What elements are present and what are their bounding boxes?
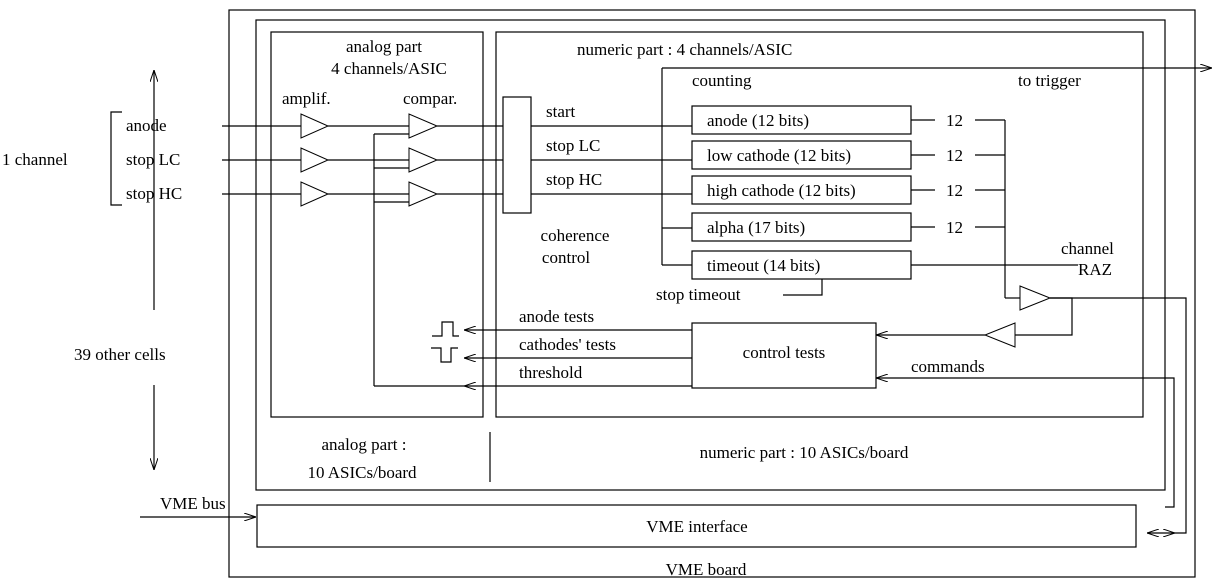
commands-label: commands bbox=[911, 357, 985, 376]
amplifier-stop-lc bbox=[300, 147, 330, 173]
vme-interface-box bbox=[256, 504, 1137, 548]
numeric-board-label: numeric part : 10 ASICs/board bbox=[700, 443, 909, 462]
analog-board-label-1: analog part : bbox=[322, 435, 407, 454]
coherence-control-block bbox=[502, 96, 532, 214]
signal-stop-hc-label: stop HC bbox=[126, 184, 182, 203]
signal-anode-label: anode bbox=[126, 116, 167, 135]
asic-board-frame bbox=[255, 19, 1166, 491]
compar-label: compar. bbox=[403, 89, 457, 108]
stop-timeout-line bbox=[783, 279, 823, 296]
vme-board-frame bbox=[228, 9, 1196, 578]
comparator-stop-lc bbox=[408, 147, 439, 173]
numeric-part-title: numeric part : 4 channels/ASIC bbox=[577, 40, 792, 59]
control-tests-block bbox=[691, 322, 877, 389]
amplifier-stop-hc bbox=[300, 181, 330, 207]
analog-asic-box bbox=[270, 31, 484, 418]
anode-tests-label: anode tests bbox=[519, 307, 594, 326]
negative-pulse-icon bbox=[431, 347, 458, 363]
cathodes-tests-label: cathodes' tests bbox=[519, 335, 616, 354]
counter-anode bbox=[691, 105, 912, 135]
control-tests-label: control tests bbox=[743, 343, 826, 362]
counter-alpha bbox=[691, 212, 912, 242]
amplifier-anode bbox=[300, 113, 330, 139]
coherence-label-1: coherence bbox=[541, 226, 610, 245]
vme-interface-label: VME interface bbox=[646, 517, 747, 536]
comparator-stop-hc bbox=[408, 181, 439, 207]
commands-line bbox=[876, 378, 1175, 508]
width-low-cathode: 12 bbox=[946, 146, 963, 165]
counter-low-cathode-label: low cathode (12 bits) bbox=[707, 146, 851, 165]
counter-low-cathode bbox=[691, 140, 912, 170]
to-trigger-label: to trigger bbox=[1018, 71, 1081, 90]
counter-timeout bbox=[691, 250, 912, 280]
analog-board-label-2: 10 ASICs/board bbox=[307, 463, 417, 482]
vme-board-label: VME board bbox=[666, 560, 747, 578]
width-high-cathode: 12 bbox=[946, 181, 963, 200]
counter-timeout-label: timeout (14 bits) bbox=[707, 256, 820, 275]
one-channel-label: 1 channel bbox=[2, 150, 68, 169]
numeric-asic-box bbox=[495, 31, 1144, 418]
vme-bus-label: VME bus bbox=[160, 494, 226, 513]
comparator-anode bbox=[408, 113, 439, 139]
stop-timeout-label: stop timeout bbox=[656, 285, 741, 304]
counting-label: counting bbox=[692, 71, 752, 90]
analog-channels-label: 4 channels/ASIC bbox=[331, 59, 447, 78]
commands-buffer bbox=[983, 322, 1016, 348]
output-buffer bbox=[1019, 285, 1052, 311]
stop-hc-label: stop HC bbox=[546, 170, 602, 189]
coherence-label-2: control bbox=[542, 248, 590, 267]
counter-anode-label: anode (12 bits) bbox=[707, 111, 809, 130]
counter-alpha-label: alpha (17 bits) bbox=[707, 218, 805, 237]
channel-bracket bbox=[110, 111, 122, 206]
width-anode: 12 bbox=[946, 111, 963, 130]
analog-part-title: analog part bbox=[346, 37, 422, 56]
stop-lc-label: stop LC bbox=[546, 136, 600, 155]
counter-high-cathode-label: high cathode (12 bits) bbox=[707, 181, 856, 200]
positive-pulse-icon bbox=[432, 321, 459, 337]
channel-raz-label-1: channel bbox=[1061, 239, 1114, 258]
signal-stop-lc-label: stop LC bbox=[126, 150, 180, 169]
amplif-label: amplif. bbox=[282, 89, 331, 108]
start-label: start bbox=[546, 102, 576, 121]
threshold-label: threshold bbox=[519, 363, 583, 382]
width-alpha: 12 bbox=[946, 218, 963, 237]
other-cells-label: 39 other cells bbox=[74, 345, 166, 364]
channel-raz-label-2: RAZ bbox=[1078, 260, 1112, 279]
